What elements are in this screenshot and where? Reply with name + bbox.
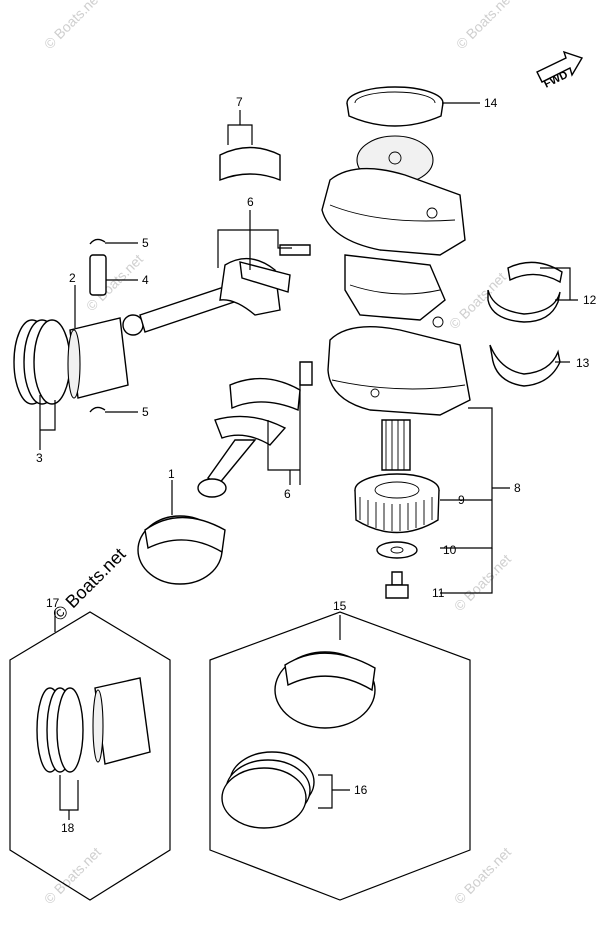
- piston-pin: [89, 254, 107, 296]
- kit-panel-left: [9, 611, 171, 901]
- kit-rings-right: [221, 751, 315, 829]
- watermark: © Boats.net: [451, 551, 514, 614]
- kit-piston-right: [274, 651, 376, 729]
- piston-1: [137, 515, 226, 585]
- circlip-lower: [89, 406, 106, 413]
- callout-2: 2: [69, 271, 76, 285]
- bolt: [385, 571, 409, 599]
- callout-18: 18: [61, 821, 75, 835]
- kit-rings-left: [36, 687, 84, 773]
- callout-6: 6: [284, 487, 291, 501]
- rod-cap-7: [219, 146, 281, 182]
- circlip-upper: [89, 238, 106, 245]
- fwd-arrow-icon: FWD: [536, 50, 584, 91]
- piston-rings: [13, 319, 71, 405]
- connecting-rod-lower: [197, 361, 313, 498]
- kit-piston-left: [92, 677, 151, 765]
- callout-4: 4: [142, 273, 149, 287]
- leader-lines: [39, 102, 578, 820]
- callout-12: 12: [583, 293, 597, 307]
- main-bearing: [487, 261, 563, 323]
- callout-17: 17: [46, 596, 60, 610]
- callout-6: 6: [247, 195, 254, 209]
- callout-15: 15: [333, 599, 347, 613]
- callout-9: 9: [458, 493, 465, 507]
- callout-3: 3: [36, 451, 43, 465]
- watermark: © Boats.net: [453, 0, 516, 52]
- thrust-bearing: [489, 344, 561, 387]
- washer: [376, 541, 418, 559]
- callout-14: 14: [484, 96, 498, 110]
- callout-1: 1: [168, 467, 175, 481]
- callouts: 1 2 3 4 5 5 6 6 7 8 9 10 11 12 13 14 15 …: [36, 95, 597, 835]
- callout-16: 16: [354, 783, 368, 797]
- callout-5: 5: [142, 236, 149, 250]
- connecting-rod-upper: [122, 244, 311, 336]
- callout-10: 10: [443, 543, 457, 557]
- watermark: © Boats.net: [41, 0, 104, 52]
- crankshaft: [321, 86, 471, 471]
- callout-13: 13: [576, 356, 590, 370]
- callout-8: 8: [514, 481, 521, 495]
- watermark: © Boats.net: [446, 269, 509, 332]
- callout-5: 5: [142, 405, 149, 419]
- gear: [354, 473, 440, 534]
- callout-7: 7: [236, 95, 243, 109]
- callout-11: 11: [432, 586, 445, 600]
- kit-panel-right: [209, 611, 471, 901]
- piston: [67, 317, 129, 399]
